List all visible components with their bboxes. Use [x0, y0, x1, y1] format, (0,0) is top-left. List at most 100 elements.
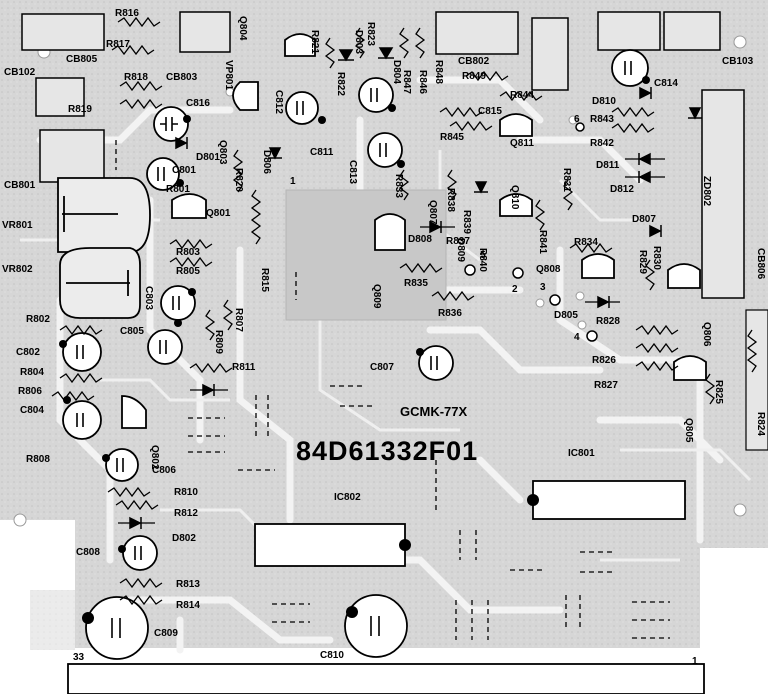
ref-label-r809: R809 — [213, 330, 224, 354]
ref-label-r834: R834 — [574, 237, 598, 248]
pin-33-label: 33 — [73, 652, 85, 663]
board-model-label: GCMK-77X — [400, 404, 468, 419]
ref-label-r808: R808 — [26, 454, 50, 465]
diode-leads — [118, 158, 665, 524]
ref-label-r811: R811 — [232, 362, 256, 373]
ref-label-r838: R838 — [445, 188, 456, 212]
ref-label-r841: R841 — [537, 230, 548, 254]
ref-label-6: 6 — [574, 114, 580, 125]
ref-label-r810: R810 — [174, 487, 198, 498]
transistors — [121, 33, 707, 429]
ref-label-r842: R842 — [590, 138, 614, 149]
ref-label-r813: R813 — [176, 579, 200, 590]
ref-label-r826: R826 — [592, 355, 616, 366]
ic801-outline — [532, 480, 686, 520]
ref-label-c801: C801 — [172, 165, 196, 176]
ref-label-r819: R819 — [68, 104, 92, 115]
ref-label-r812: R812 — [174, 508, 198, 519]
ref-label-d801: D801 — [196, 152, 220, 163]
ref-label-q804: Q804 — [237, 16, 248, 41]
reference-designators: R816R817R818R819R821R822R823R820R815R846… — [2, 8, 766, 661]
ref-label-cb102: CB102 — [4, 67, 36, 78]
ref-label-c803: C803 — [143, 286, 154, 310]
ref-label-r847: R847 — [401, 70, 412, 94]
resistor-zigzags — [51, 16, 758, 606]
ref-label-d803: D803 — [353, 30, 364, 54]
ref-label-d805: D805 — [554, 310, 578, 321]
cap-polarity-dots — [59, 76, 650, 624]
ref-label-cb806: CB806 — [755, 248, 766, 280]
ref-label-c810: C810 — [320, 650, 344, 661]
ref-label-c807: C807 — [370, 362, 394, 373]
ref-label-c809: C809 — [154, 628, 178, 639]
ref-label-r845: R845 — [440, 132, 464, 143]
ref-label-q810: Q810 — [509, 185, 520, 210]
ref-label-3: 3 — [540, 282, 546, 293]
ref-label-cb803: CB803 — [166, 72, 198, 83]
ref-label-q811: Q811 — [510, 138, 534, 149]
cap-symbols — [76, 61, 632, 638]
copper-pad — [285, 189, 447, 321]
ref-label-r831: R831 — [561, 168, 572, 192]
ref-label-c814: C814 — [654, 78, 678, 89]
ref-label-d807: D807 — [632, 214, 656, 225]
test-point-circles — [464, 122, 598, 342]
ref-label-r848: R848 — [433, 60, 444, 84]
ref-label-r816: R816 — [115, 8, 139, 19]
ref-label-d806: D806 — [261, 150, 272, 174]
ref-label-r815: R815 — [259, 268, 270, 292]
ref-label-zd802: ZD802 — [701, 176, 712, 206]
ref-label-1: 1 — [290, 176, 296, 187]
ref-label-r835: R835 — [404, 278, 428, 289]
ref-label-c804: C804 — [20, 405, 44, 416]
ref-label-d809: D809 — [455, 238, 466, 262]
ref-label-d811: D811 — [596, 160, 620, 171]
ref-label-vp801: VP801 — [223, 60, 234, 90]
ref-label-d808: D808 — [408, 234, 432, 245]
ref-label-r824: R824 — [755, 412, 766, 436]
top-connectors — [21, 11, 721, 183]
ref-label-r807: R807 — [233, 308, 244, 332]
edge-connector — [67, 663, 705, 694]
ref-label-r823: R823 — [365, 22, 376, 46]
ref-label-r837: R837 — [446, 236, 470, 247]
ref-label-r814: R814 — [176, 600, 200, 611]
ref-label-r818: R818 — [124, 72, 148, 83]
ref-label-c802: C802 — [16, 347, 40, 358]
ref-label-r828: R828 — [596, 316, 620, 327]
jumper-marks — [115, 140, 670, 640]
ref-label-cb801: CB801 — [4, 180, 36, 191]
connector-cb806 — [701, 89, 745, 299]
ref-label-cb802: CB802 — [458, 56, 490, 67]
ref-label-r825: R825 — [713, 380, 724, 404]
ref-label-c805: C805 — [120, 326, 144, 337]
ref-label-q803: Q803 — [217, 140, 228, 165]
pin-1-label: 1 — [692, 656, 698, 667]
ic801-label: IC801 — [568, 448, 595, 459]
ref-label-5: 5 — [480, 250, 486, 261]
ref-label-2: 2 — [512, 284, 518, 295]
ic802-label: IC802 — [334, 492, 361, 503]
ref-label-c808: C808 — [76, 547, 100, 558]
ref-label-r827: R827 — [594, 380, 618, 391]
ref-label-r802: R802 — [26, 314, 50, 325]
ref-label-r836: R836 — [438, 308, 462, 319]
ref-label-r805: R805 — [176, 266, 200, 277]
ref-label-r820: R820 — [233, 168, 244, 192]
ref-label-q807: Q807 — [427, 200, 438, 225]
ic802-outline — [254, 523, 406, 567]
ref-label-d804: D804 — [391, 60, 402, 84]
ref-label-r803: R803 — [176, 247, 200, 258]
ref-label-r822: R822 — [335, 72, 346, 96]
ref-label-r801: R801 — [166, 184, 190, 195]
ref-label-c813: C813 — [347, 160, 358, 184]
ref-label-vr802: VR802 — [2, 264, 33, 275]
ref-label-q809: Q809 — [371, 284, 382, 309]
ref-label-vr801: VR801 — [2, 220, 33, 231]
ref-label-q802: Q802 — [149, 445, 160, 470]
ref-label-q806: Q806 — [701, 322, 712, 347]
ref-label-r839: R839 — [461, 210, 472, 234]
ref-label-c815: C815 — [478, 106, 502, 117]
